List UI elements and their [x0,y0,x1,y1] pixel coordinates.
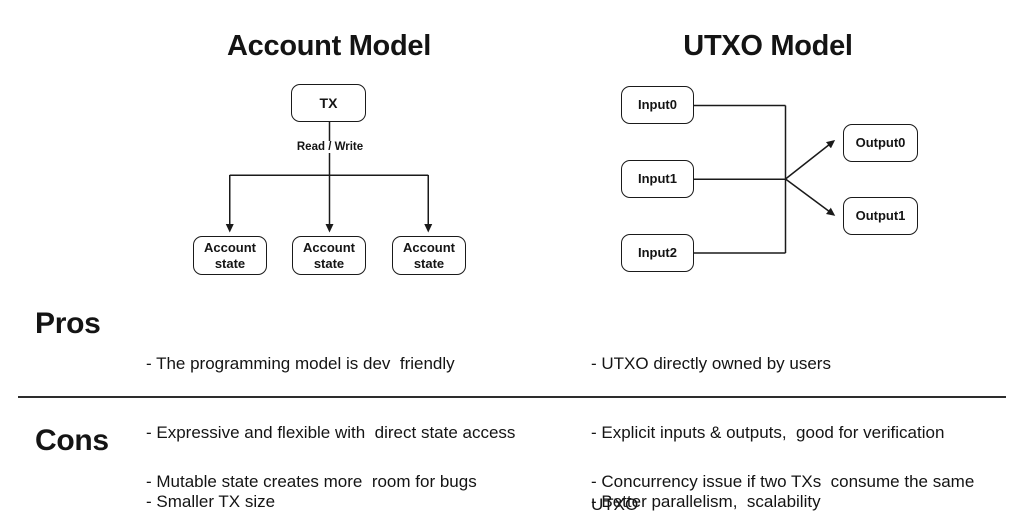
output-node-1: Output1 [843,197,918,235]
account-state-node-0: Account state [193,236,267,275]
list-item: - The programming model is dev friendly [146,354,455,373]
input-node-2: Input2 [621,234,694,272]
list-item: - UTXO directly owned by users [591,354,831,373]
utxo-model-title: UTXO Model [683,30,853,62]
pros-heading: Pros [35,307,101,340]
output-node-0: Output0 [843,124,918,162]
list-item: - Smaller TX size [146,492,276,511]
section-divider [18,396,1006,398]
list-item: - Mutable state creates more room for bu… [146,472,477,491]
list-item: - Explicit inputs & outputs, good for ve… [591,423,945,442]
list-item: - Expressive and flexible with direct st… [146,423,516,442]
account-state-node-2: Account state [392,236,466,275]
input-node-0: Input0 [621,86,694,124]
read-write-edge-label: Read / Write [285,141,375,153]
pros-utxo-list: - UTXO directly owned by users - Explici… [591,306,1024,525]
cons-heading: Cons [35,424,109,457]
pros-account-list: - The programming model is dev friendly … [146,306,586,525]
list-item: - Concurrency issue if two TXs consume t… [591,472,980,514]
cons-utxo-list: - Concurrency issue if two TXs consume t… [591,424,983,525]
list-item: - Better parallelism, scalability [591,492,821,511]
account-state-node-1: Account state [292,236,366,275]
tx-node: TX [291,84,366,122]
cons-account-list: - Mutable state creates more room for bu… [146,424,586,525]
account-model-title: Account Model [227,30,431,62]
input-node-1: Input1 [621,160,694,198]
